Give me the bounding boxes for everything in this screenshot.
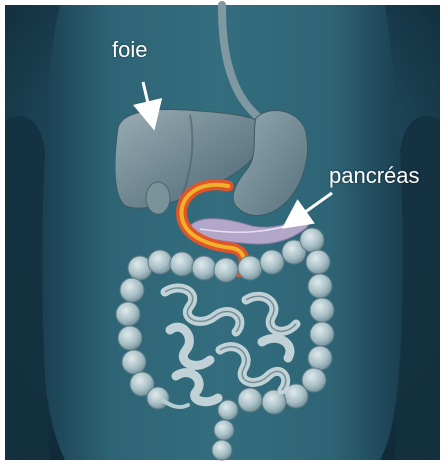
pancreas-label: pancréas [329,165,420,187]
gallbladder [146,182,170,214]
liver-label: foie [112,39,147,61]
